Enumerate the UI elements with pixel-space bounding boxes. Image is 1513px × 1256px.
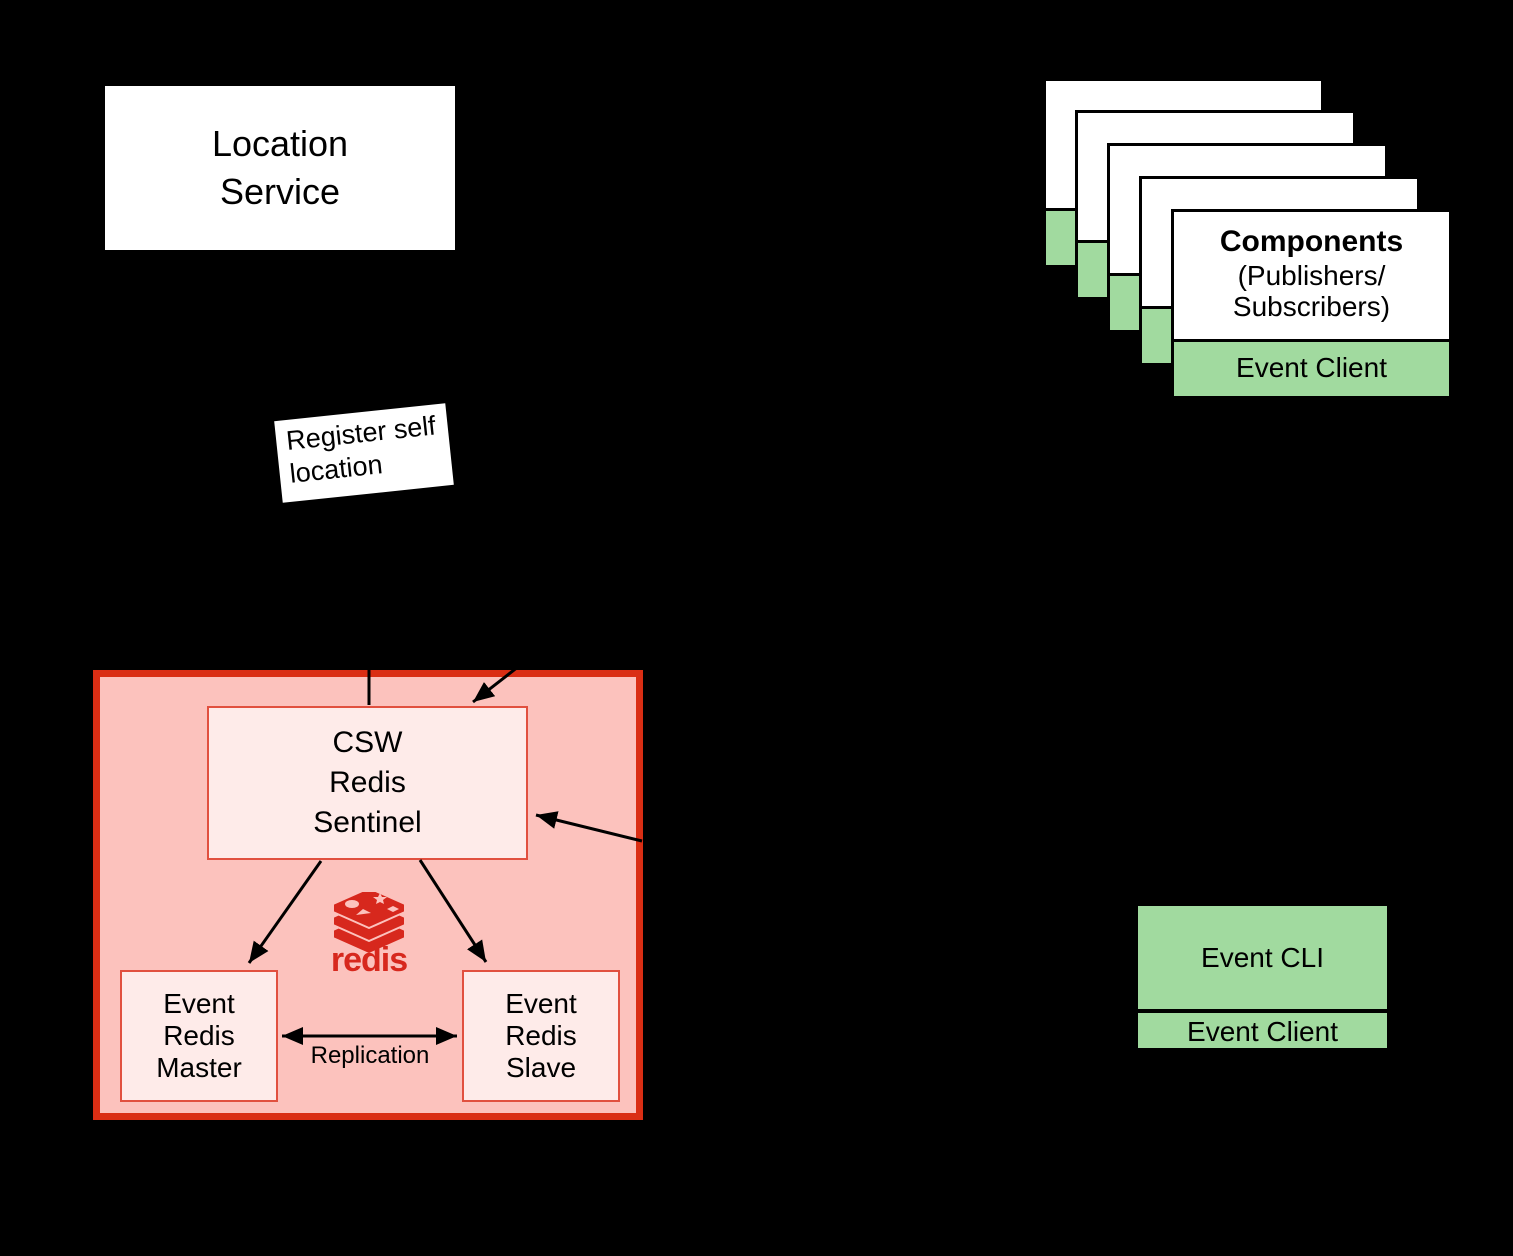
- components-subtitle: (Publishers/ Subscribers): [1232, 260, 1391, 322]
- redis-logo-wordmark: redis: [331, 941, 407, 979]
- event-redis-master-box: Event Redis Master: [120, 970, 278, 1102]
- event-cli-box: Event CLI Event Client: [1135, 903, 1390, 1051]
- csw-redis-sentinel-box: CSW Redis Sentinel: [207, 706, 528, 860]
- register-note-label: Register self location: [284, 410, 438, 489]
- event-cli-client-strip: Event Client: [1138, 1009, 1387, 1051]
- event-cli-client-label: Event Client: [1187, 1016, 1338, 1047]
- register-note: Register self location: [274, 403, 454, 503]
- component-card-front: Components (Publishers/ Subscribers) Eve…: [1171, 209, 1452, 399]
- replication-label: Replication: [310, 1042, 430, 1069]
- location-service-label: Location Service: [211, 123, 349, 212]
- redis-logo: redis: [331, 892, 408, 979]
- event-client-strip-label: Event Client: [1236, 352, 1387, 383]
- event-redis-slave-box: Event Redis Slave: [462, 970, 620, 1102]
- event-redis-slave-label: Event Redis Slave: [505, 988, 577, 1083]
- event-redis-master-label: Event Redis Master: [156, 988, 242, 1083]
- event-client-strip: Event Client: [1174, 339, 1449, 396]
- location-service-box: Location Service: [102, 83, 458, 253]
- event-cli-label: Event CLI: [1201, 941, 1324, 973]
- redis-logo-cube-shapes: [345, 893, 399, 915]
- csw-redis-sentinel-label: CSW Redis Sentinel: [313, 726, 422, 839]
- components-title: Components: [1219, 225, 1404, 258]
